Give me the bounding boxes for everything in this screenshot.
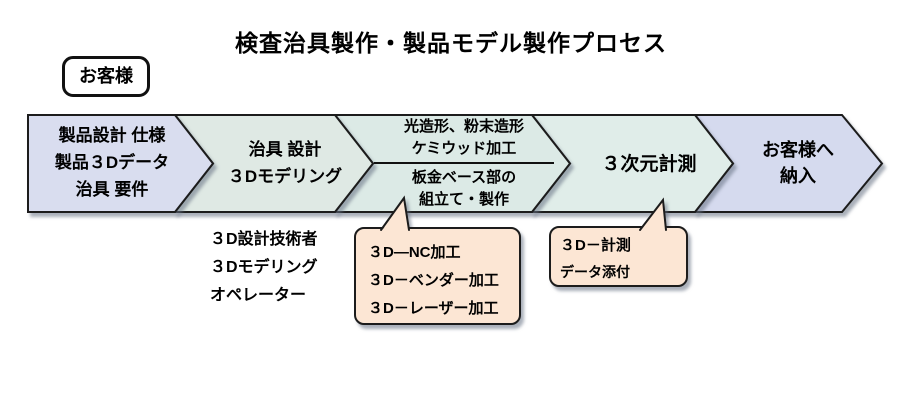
- stage-3-line: ケミウッド加工: [411, 140, 517, 157]
- stage-1-chevron-shape: [27, 114, 215, 213]
- stage-1-line: 製品設計 仕様: [58, 126, 166, 145]
- stage-2-line: ３Dモデリング: [227, 167, 343, 186]
- staff-note-line: ３D設計技術者: [210, 231, 318, 248]
- callout-machining-line: ３D－レーザー加工: [368, 300, 499, 317]
- stage-2-label: 治具 設計 ３Dモデリング: [206, 136, 364, 190]
- customer-label: お客様: [79, 66, 133, 86]
- stage-4-line: ３次元計測: [601, 154, 697, 175]
- staff-note-line: オペレーター: [210, 287, 307, 304]
- callout-machining-body: [354, 227, 521, 325]
- stage-3-divider: [374, 162, 554, 164]
- stage-4-label: ３次元計測: [575, 151, 723, 178]
- callout-measurement-label: ３D－計測 データ添付: [560, 233, 631, 285]
- stage-5-line: 納入: [780, 166, 816, 186]
- stage-3-label: 光造形、粉末造形 ケミウッド加工 板金ベース部の 組立て・製作: [374, 115, 554, 212]
- callout-measurement-body: [549, 226, 688, 287]
- stage-5-label: お客様へ 納入: [733, 137, 863, 189]
- stage-1-label: 製品設計 仕様 製品３Dデータ 治具 要件: [30, 122, 194, 203]
- stage-1-line: 治具 要件: [75, 180, 149, 199]
- customer-box: お客様: [62, 56, 150, 98]
- callout-machining-pointer-outline: [380, 195, 410, 231]
- stage-3-line: 板金ベース部の: [411, 169, 517, 186]
- callout-machining-pointer: [381, 198, 410, 232]
- callout-machining-line: ３D－ベンダー加工: [368, 272, 499, 289]
- callout-measurement-box: [549, 197, 688, 287]
- callout-measurement-pointer-outline: [639, 197, 667, 231]
- callout-machining-label: ３D―NC加工 ３D－ベンダー加工 ３D－レーザー加工: [368, 239, 499, 323]
- diagram-title: 検査治具製作・製品モデル製作プロセス: [235, 30, 667, 56]
- callout-machining-line: ３D―NC加工: [368, 244, 461, 261]
- callout-measurement-pointer: [640, 200, 667, 231]
- stage-1-line: 製品３Dデータ: [54, 153, 170, 172]
- callout-machining-box: [354, 195, 521, 325]
- stage-2-line: 治具 設計: [248, 140, 322, 159]
- staff-note-line: ３Dモデリング: [210, 259, 318, 276]
- callout-measurement-line: ３D－計測: [560, 237, 631, 254]
- callout-measurement-line: データ添付: [560, 264, 630, 280]
- staff-note: ３D設計技術者 ３Dモデリング オペレーター: [210, 226, 318, 310]
- stage-5-line: お客様へ: [762, 140, 834, 160]
- stage-3-line: 光造形、粉末造形: [403, 118, 524, 135]
- stage-3-line: 組立て・製作: [418, 191, 509, 208]
